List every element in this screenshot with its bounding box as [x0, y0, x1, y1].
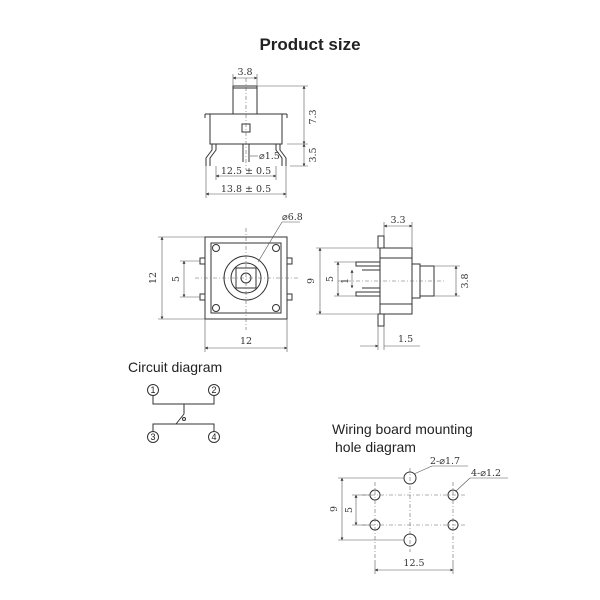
dim-hole-small: 4-⌀1.2 [471, 468, 501, 479]
wiring-title-line1: Wiring board mounting [332, 421, 473, 437]
dim-hole-inner: 5 [344, 507, 355, 513]
dim-hole-height: 9 [329, 506, 340, 512]
dim-side-base: 1.5 [398, 334, 413, 345]
dim-plan-inner: 5 [171, 276, 182, 282]
dim-cap-width: 3.8 [237, 67, 252, 78]
pin-label-2: 2 [211, 385, 216, 395]
dim-stem-dia: ⌀1.5 [259, 151, 280, 162]
dim-height-top: 7.3 [308, 109, 319, 124]
circuit-diagram: 1 2 3 4 [147, 384, 220, 443]
dim-side-top: 3.3 [390, 215, 405, 226]
front-view: 3.8 7.3 3.5 ⌀1.5 12.5 ± 0.5 13.8 ± 0.5 [204, 67, 319, 198]
side-view: 3.3 9 5 1 3.8 1.5 [306, 215, 471, 350]
circuit-diagram-title: Circuit diagram [128, 359, 222, 375]
dim-body-width: 12.5 ± 0.5 [221, 166, 271, 177]
dim-cap-dia: ⌀6.8 [282, 212, 303, 223]
dim-side-height: 9 [306, 278, 317, 284]
wiring-title-line2: hole diagram [335, 439, 416, 455]
page-title: Product size [259, 35, 360, 54]
hole-diagram: 2-⌀1.7 4-⌀1.2 9 5 12.5 [329, 456, 508, 574]
dim-hole-large: 2-⌀1.7 [430, 456, 460, 467]
dim-plan-width: 12 [240, 336, 252, 347]
dim-total-width: 13.8 ± 0.5 [221, 184, 271, 195]
dim-side-cap: 3.8 [460, 273, 471, 288]
dim-side-inner: 5 [325, 276, 336, 282]
plan-view: ⌀6.8 12 5 12 [148, 212, 303, 352]
dim-side-one: 1 [340, 278, 351, 284]
dim-plan-height: 12 [148, 272, 159, 284]
pin-label-3: 3 [150, 432, 155, 442]
pin-label-4: 4 [211, 432, 216, 442]
dim-hole-width: 12.5 [403, 558, 424, 569]
dim-height-low: 3.5 [308, 147, 319, 162]
pin-label-1: 1 [150, 385, 155, 395]
